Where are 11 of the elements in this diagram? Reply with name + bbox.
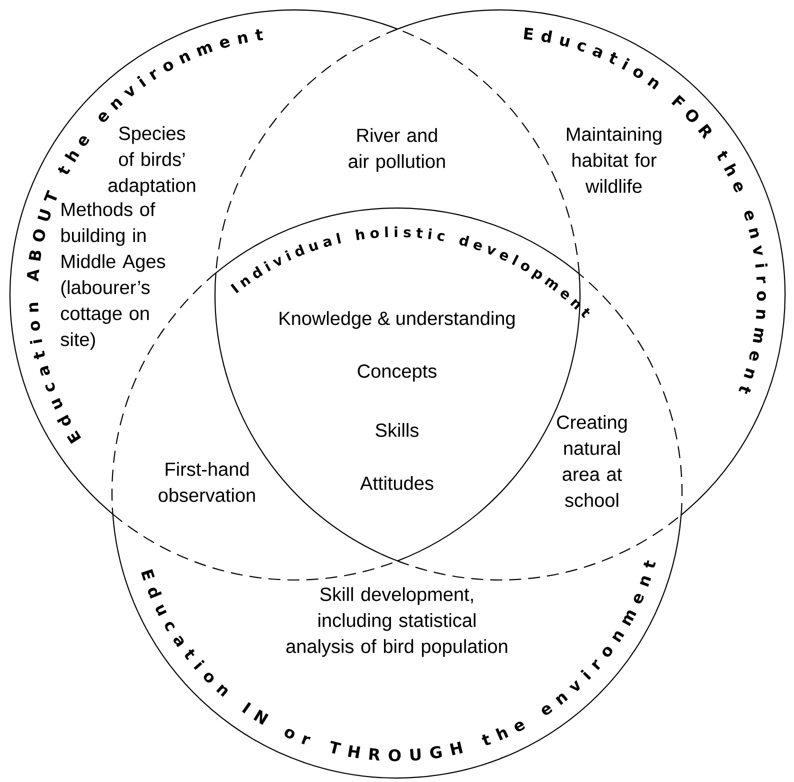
lens-text: Attitudes — [360, 476, 434, 490]
region-text: Methods of building in Middle Ages (labourer’s cottage on site) — [60, 202, 166, 350]
region-text: Species of birds’ adaptation — [108, 126, 196, 196]
region-text: Maintaining habitat for wildlife — [566, 127, 662, 193]
region-text: Skill development, including statistical analysis of bird population — [286, 587, 508, 657]
region-text: River and air pollution — [348, 128, 445, 172]
region-text: Creating natural area at school — [557, 415, 627, 507]
lens-text: Knowledge & understanding — [280, 311, 515, 329]
lens-text: Skills — [376, 423, 418, 437]
lens-text: Concepts — [358, 364, 436, 382]
region-text: First-hand observation — [158, 462, 255, 502]
